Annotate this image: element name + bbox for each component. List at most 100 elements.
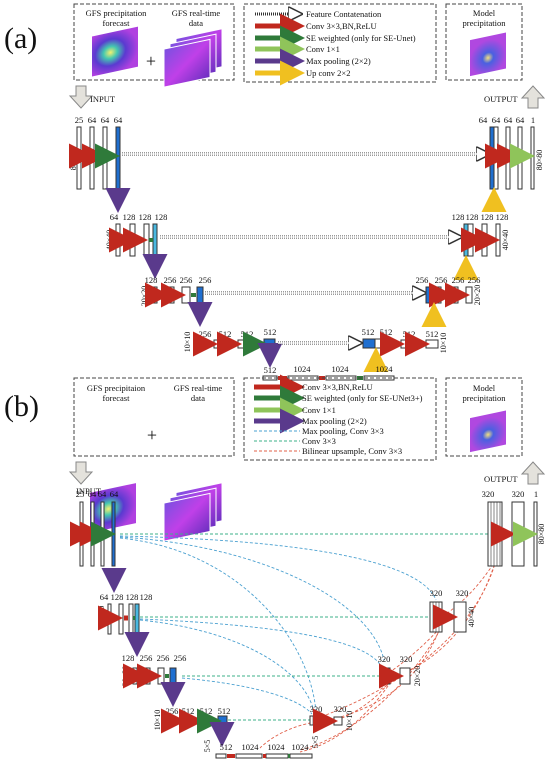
feature-map <box>425 286 434 304</box>
decoder-level-1: 320 320 1 80×80 <box>482 489 546 567</box>
channel-label: 256 <box>199 275 212 285</box>
legend-row: Conv 3×3,BN,ReLU <box>254 374 373 400</box>
size-label: 20×20 <box>121 666 130 687</box>
output-label: OUTPUT <box>484 94 518 104</box>
channel-label: 320 <box>400 654 413 664</box>
channel-label: 320 <box>378 654 391 664</box>
size-label: 80×80 <box>69 524 78 545</box>
feature-map <box>463 223 469 257</box>
feature-map <box>157 667 165 685</box>
legend-text: Bilinear upsample, Conv 3×3 <box>302 446 402 456</box>
feature-map <box>213 339 229 349</box>
legend-row: Feature Contatenation <box>255 9 382 19</box>
feature-map <box>215 753 227 759</box>
size-label: 80×80 <box>535 150 544 171</box>
feature-map <box>165 286 175 304</box>
output-box-line1: Model <box>473 383 496 393</box>
channel-label: 64 <box>110 212 119 222</box>
size-label: 40×40 <box>97 606 106 627</box>
channel-label: 128 <box>140 592 153 602</box>
channel-label: 512 <box>220 742 233 752</box>
feature-map <box>263 338 276 349</box>
channel-label: 512 <box>426 329 439 339</box>
legend-text: Up conv 2×2 <box>306 68 350 78</box>
legend-text: Conv 3×3,BN,ReLU <box>306 21 377 31</box>
channel-label: 128 <box>122 653 135 663</box>
channel-label: 320 <box>482 489 495 499</box>
size-label: 40×40 <box>501 230 510 251</box>
output-map-image <box>470 32 506 77</box>
channel-label: 1 <box>531 115 535 125</box>
legend-row: Max pooling (2×2) <box>255 48 371 74</box>
feature-map <box>493 126 499 190</box>
channel-label: 128 <box>111 592 124 602</box>
input-item2-line2: data <box>189 18 203 28</box>
channel-label: 128 <box>466 212 479 222</box>
size-label: 20×20 <box>140 286 149 307</box>
channel-label: 320 <box>430 588 443 598</box>
channel-label: 128 <box>145 275 158 285</box>
feature-map <box>143 667 151 685</box>
size-label: 5×5 <box>203 740 212 753</box>
size-label: 10×10 <box>345 711 354 732</box>
channel-label: 64 <box>504 115 513 125</box>
decoder-level-2: 320 320 40×40 <box>429 588 476 633</box>
feature-map <box>511 501 525 567</box>
input-item2-line2: data <box>191 393 205 403</box>
legend-text: Feature Contatenation <box>306 9 382 19</box>
channel-label: 256 <box>452 275 465 285</box>
channel-label: 64 <box>98 489 107 499</box>
legend-row: Max pooling (2×2) <box>254 408 367 434</box>
legend-text: Conv 1×1 <box>302 405 336 415</box>
feature-map <box>118 603 124 635</box>
size-label: 10×10 <box>153 710 162 731</box>
feature-map <box>132 667 138 685</box>
legend-row: Bilinear upsample, Conv 3×3 <box>254 446 402 456</box>
channel-label: 64 <box>516 115 525 125</box>
channel-label: 512 <box>200 706 213 716</box>
channel-label: 512 <box>362 327 375 337</box>
input-arrow <box>68 461 94 485</box>
feature-map <box>265 753 289 759</box>
legend-text: Conv 3×3 <box>302 436 336 446</box>
feature-map <box>217 715 228 726</box>
feature-map <box>79 501 84 567</box>
channel-label: 64 <box>101 115 110 125</box>
channel-label: 512 <box>264 365 277 375</box>
decoder-level-3: 256 256 256 256 20×20 <box>416 275 482 327</box>
channel-label: 256 <box>180 275 193 285</box>
forecast-map-image <box>92 26 138 77</box>
full-scale-connections <box>119 533 497 753</box>
feature-map <box>289 753 313 759</box>
input-arrow <box>68 85 94 109</box>
channel-label: 256 <box>435 275 448 285</box>
channel-label: 64 <box>110 489 119 499</box>
feature-map <box>432 286 442 304</box>
feature-map <box>90 501 95 567</box>
feature-map <box>89 126 95 190</box>
feature-map <box>465 286 473 304</box>
channel-label: 1024 <box>292 742 310 752</box>
feature-map <box>489 126 495 190</box>
channel-label: 128 <box>155 212 168 222</box>
feature-map <box>115 126 121 190</box>
channel-label: 128 <box>496 212 509 222</box>
channel-label: 1024 <box>268 742 286 752</box>
feature-map <box>76 126 82 190</box>
legend-text: SE weighted (only for SE-Unet) <box>306 33 416 43</box>
decoder-level-4: 512 512 512 512 10×10 <box>362 327 448 372</box>
panel-a-label: (a) <box>4 22 37 55</box>
feature-map <box>165 716 173 726</box>
channel-label: 64 <box>88 115 97 125</box>
input-item2-line1: GFS real-time <box>172 8 221 18</box>
output-map-image <box>470 410 506 453</box>
output-label: OUTPUT <box>484 474 518 484</box>
feature-map <box>453 601 467 633</box>
output-box-line2: precipitation <box>463 18 507 28</box>
input-label: INPUT <box>90 94 116 104</box>
size-label: 10×10 <box>439 333 448 354</box>
feature-map <box>425 339 439 349</box>
input-label: INPUT <box>76 486 102 496</box>
legend-text: Max pooling (2×2) <box>306 56 371 66</box>
input-item1-line1: GFS precipitation <box>86 8 147 18</box>
